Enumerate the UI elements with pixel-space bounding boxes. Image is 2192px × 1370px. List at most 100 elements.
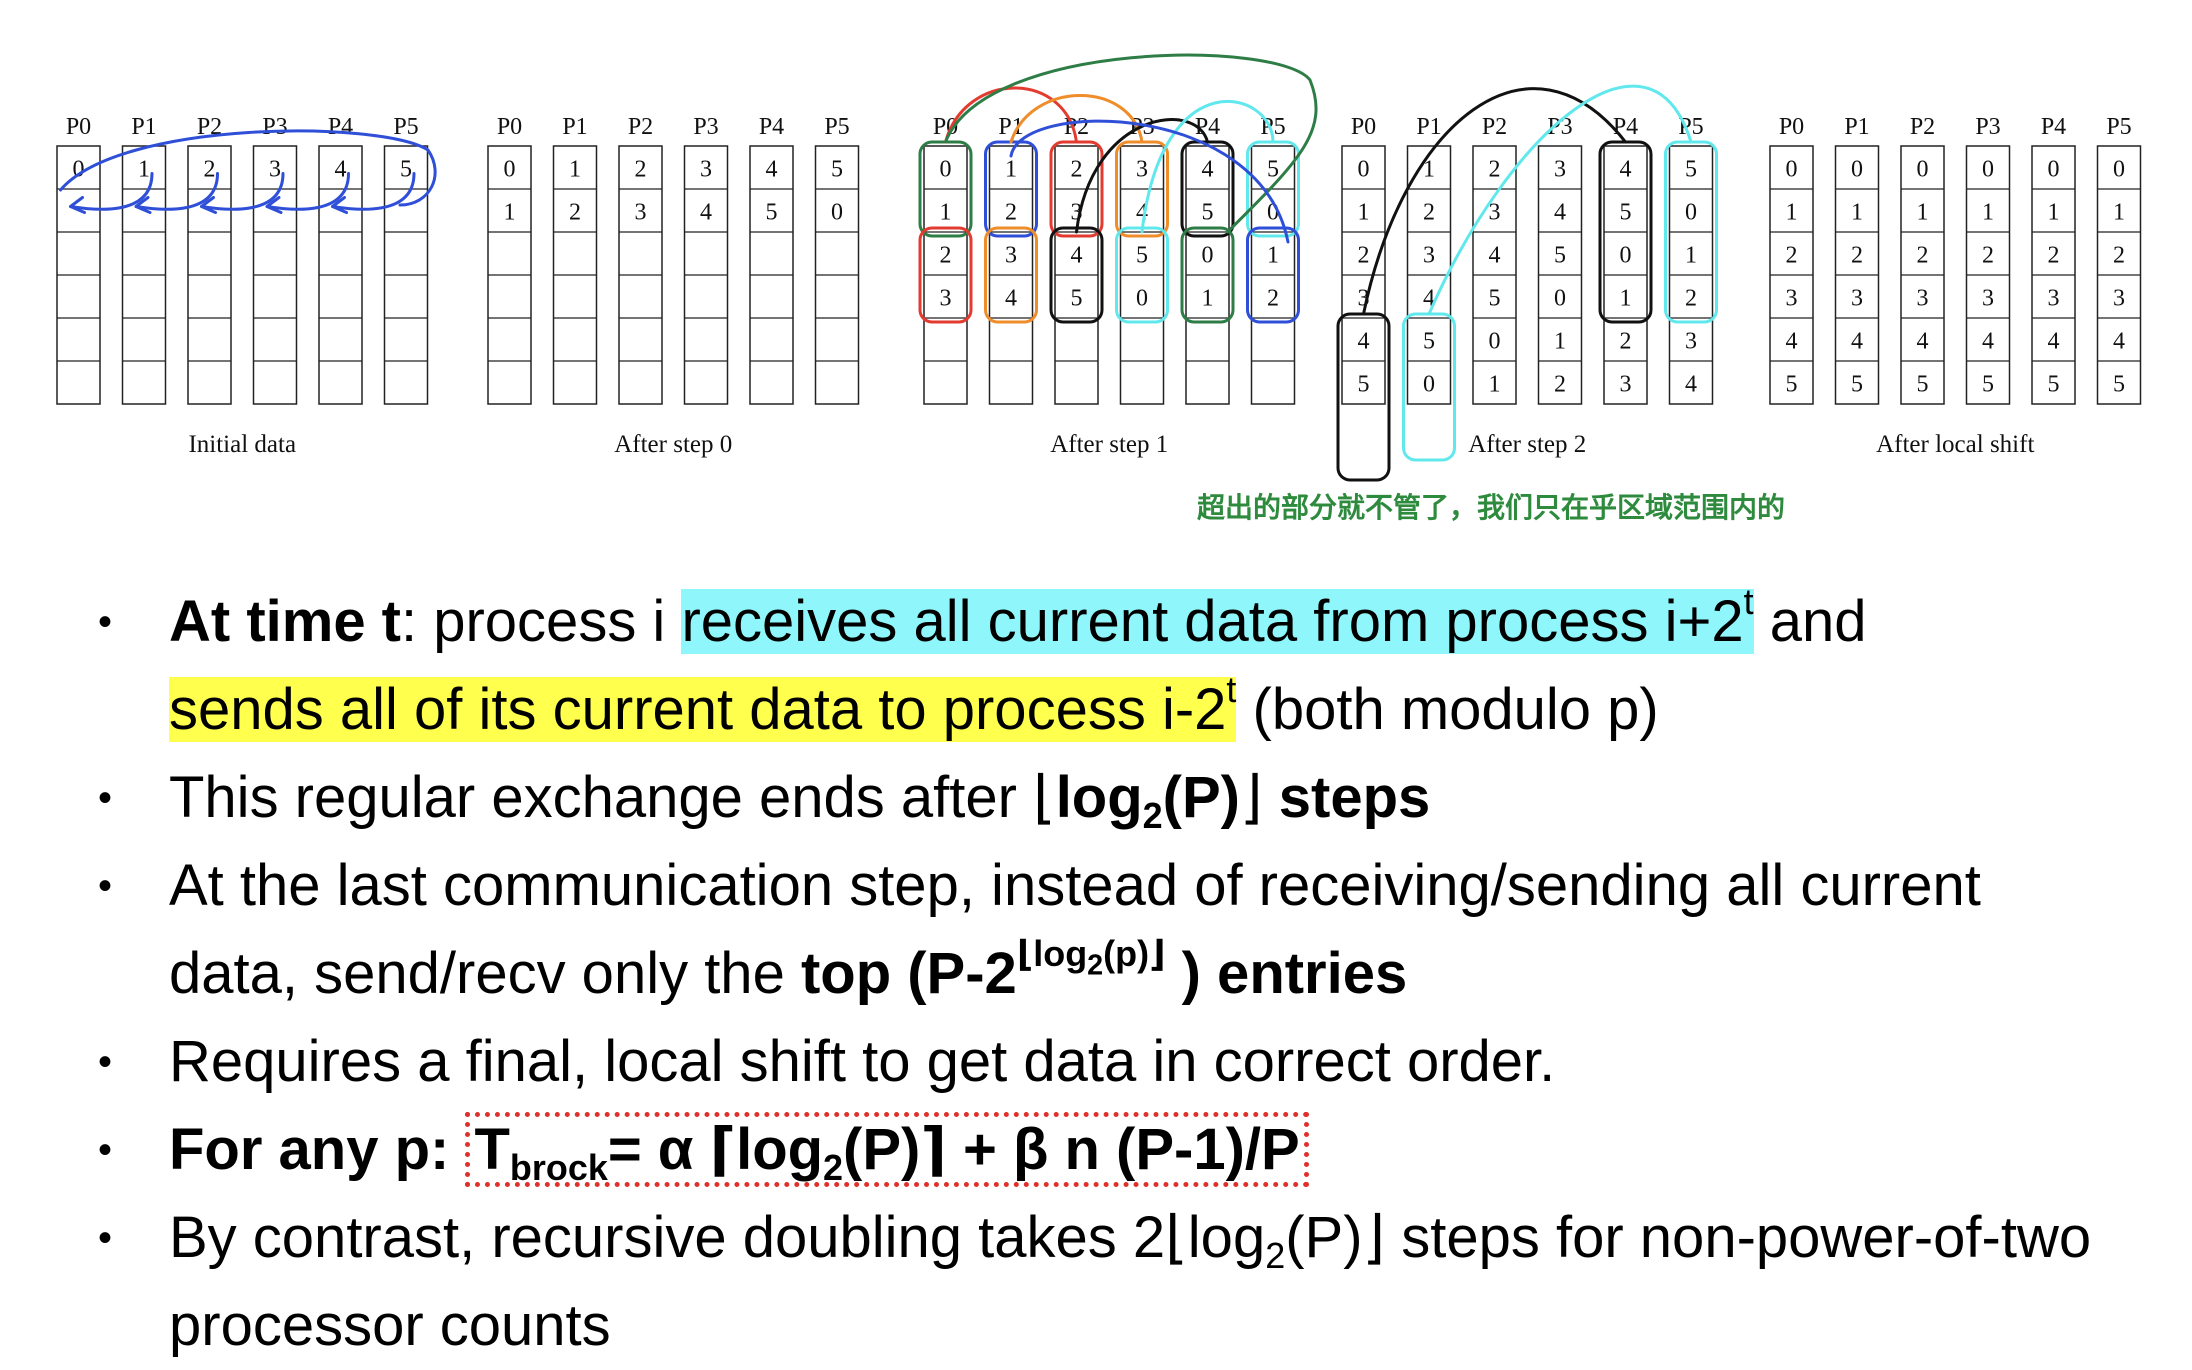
blue-transfer-arc <box>1009 119 1290 244</box>
process-label: P5 <box>824 114 849 140</box>
yellow-highlight: sends all of its current data to process… <box>169 672 1237 742</box>
cell-value: 2 <box>1489 157 1501 183</box>
bullet-dot: • <box>98 864 113 908</box>
cell-value: 3 <box>700 157 712 183</box>
cell-value: 3 <box>1005 243 1017 269</box>
bullet-text: This regular exchange ends after ⌊ <box>169 765 1056 830</box>
bullet-bold: At time t <box>169 589 401 654</box>
cell-value: 1 <box>138 157 150 183</box>
formula-text: (P)⌉ + β n (P-1)/P <box>843 1117 1300 1182</box>
cell-value: 4 <box>2113 329 2125 355</box>
cell-value: 5 <box>1620 200 1632 226</box>
cell-value: 2 <box>940 243 952 269</box>
orange-transfer-arc <box>1009 94 1144 144</box>
subscript: 2 <box>823 1146 844 1188</box>
blue-arrowhead <box>200 196 217 214</box>
process-label: P2 <box>628 114 653 140</box>
cell-value: 1 <box>1267 243 1279 269</box>
cell-value: 3 <box>269 157 281 183</box>
bullet-text: data, send/recv only the <box>169 941 801 1006</box>
cell-value: 2 <box>1685 286 1697 312</box>
bullet-text: (both modulo p) <box>1236 677 1659 742</box>
superscript: t <box>1226 669 1237 711</box>
cell-value: 4 <box>1620 157 1632 183</box>
cell-value: 5 <box>1917 372 1929 398</box>
subscript: 2 <box>1087 949 1104 982</box>
cell-value: 4 <box>1489 243 1501 269</box>
cell-value: 0 <box>1982 157 1994 183</box>
cell-value: 3 <box>1982 286 1994 312</box>
process-label: P5 <box>2106 114 2131 140</box>
panel-caption: After step 0 <box>614 431 732 458</box>
cell-value: 1 <box>1005 157 1017 183</box>
subscript: 2 <box>1142 794 1163 836</box>
cell-value: 4 <box>1786 329 1798 355</box>
cell-value: 2 <box>1620 329 1632 355</box>
process-label: P4 <box>328 114 353 140</box>
cell-value: 1 <box>1554 329 1566 355</box>
cell-value: 1 <box>2113 200 2125 226</box>
formula-text: T <box>474 1117 510 1182</box>
cell-value: 4 <box>1005 286 1017 312</box>
cell-value: 4 <box>335 157 347 183</box>
cell-value: 0 <box>504 157 516 183</box>
cell-value: 2 <box>1005 200 1017 226</box>
blue-shift-arrow <box>69 172 154 211</box>
bullet-text: : process i <box>401 589 682 654</box>
process-label: P3 <box>693 114 718 140</box>
cell-value: 3 <box>1423 243 1435 269</box>
process-label: P5 <box>393 114 418 140</box>
subscript: brock <box>509 1146 608 1188</box>
cell-value: 2 <box>1851 243 1863 269</box>
process-label: P1 <box>998 114 1023 140</box>
bullet-text: Requires a final, local shift to get dat… <box>169 1029 1556 1094</box>
cell-value: 0 <box>1489 329 1501 355</box>
bullet-last-step: • At the last communication step, instea… <box>0 842 2192 1018</box>
bullet-cost-formula: • For any p: Tbrock= α ⌈log2(P)⌉ + β n (… <box>0 1106 2192 1194</box>
process-label: P4 <box>2041 114 2066 140</box>
cell-value: 5 <box>1071 286 1083 312</box>
blue-arrowhead <box>134 196 152 214</box>
blue-arrowhead <box>265 196 283 214</box>
cell-value: 1 <box>1786 200 1798 226</box>
bullet-dot: • <box>98 1040 113 1084</box>
bullet-bold: steps <box>1262 765 1431 830</box>
cell-value: 1 <box>1423 157 1435 183</box>
cell-value: 3 <box>1620 372 1632 398</box>
cell-value: 4 <box>1982 329 1994 355</box>
cell-value: 2 <box>204 157 216 183</box>
cell-value: 4 <box>1358 329 1370 355</box>
bullet-bold: (P) <box>1162 765 1240 830</box>
bullet-text: and <box>1753 589 1867 654</box>
cell-value: 1 <box>569 157 581 183</box>
cell-value: 3 <box>635 200 647 226</box>
cell-value: 0 <box>2113 157 2125 183</box>
cell-value: 2 <box>1358 243 1370 269</box>
cell-value: 3 <box>1851 286 1863 312</box>
process-label: P0 <box>66 114 91 140</box>
cell-value: 3 <box>940 286 952 312</box>
cell-value: 1 <box>940 200 952 226</box>
cell-value: 2 <box>2048 243 2060 269</box>
cell-value: 2 <box>1554 372 1566 398</box>
cell-value: 0 <box>1554 286 1566 312</box>
cell-value: 5 <box>2048 372 2060 398</box>
panel-caption: Initial data <box>188 431 296 458</box>
bullet-list: • At time t: process i receives all curr… <box>0 578 2192 1370</box>
bullet-local-shift: • Requires a final, local shift to get d… <box>0 1018 2192 1106</box>
cell-value: 0 <box>2048 157 2060 183</box>
process-label: P4 <box>1613 114 1638 140</box>
cell-value: 5 <box>1982 372 1994 398</box>
cell-value: 1 <box>1202 286 1214 312</box>
superscript: t <box>1743 581 1754 623</box>
bullet-bold: top (P-2 <box>800 941 1017 1006</box>
cell-value: 1 <box>1851 200 1863 226</box>
cell-value: 5 <box>1267 157 1279 183</box>
bullet-bold: For any p: <box>169 1117 450 1182</box>
cell-value: 0 <box>1851 157 1863 183</box>
process-label: P0 <box>1779 114 1804 140</box>
process-label: P1 <box>1844 114 1869 140</box>
bullet-text: ⌋ <box>1240 765 1263 830</box>
cell-value: 4 <box>1851 329 1863 355</box>
